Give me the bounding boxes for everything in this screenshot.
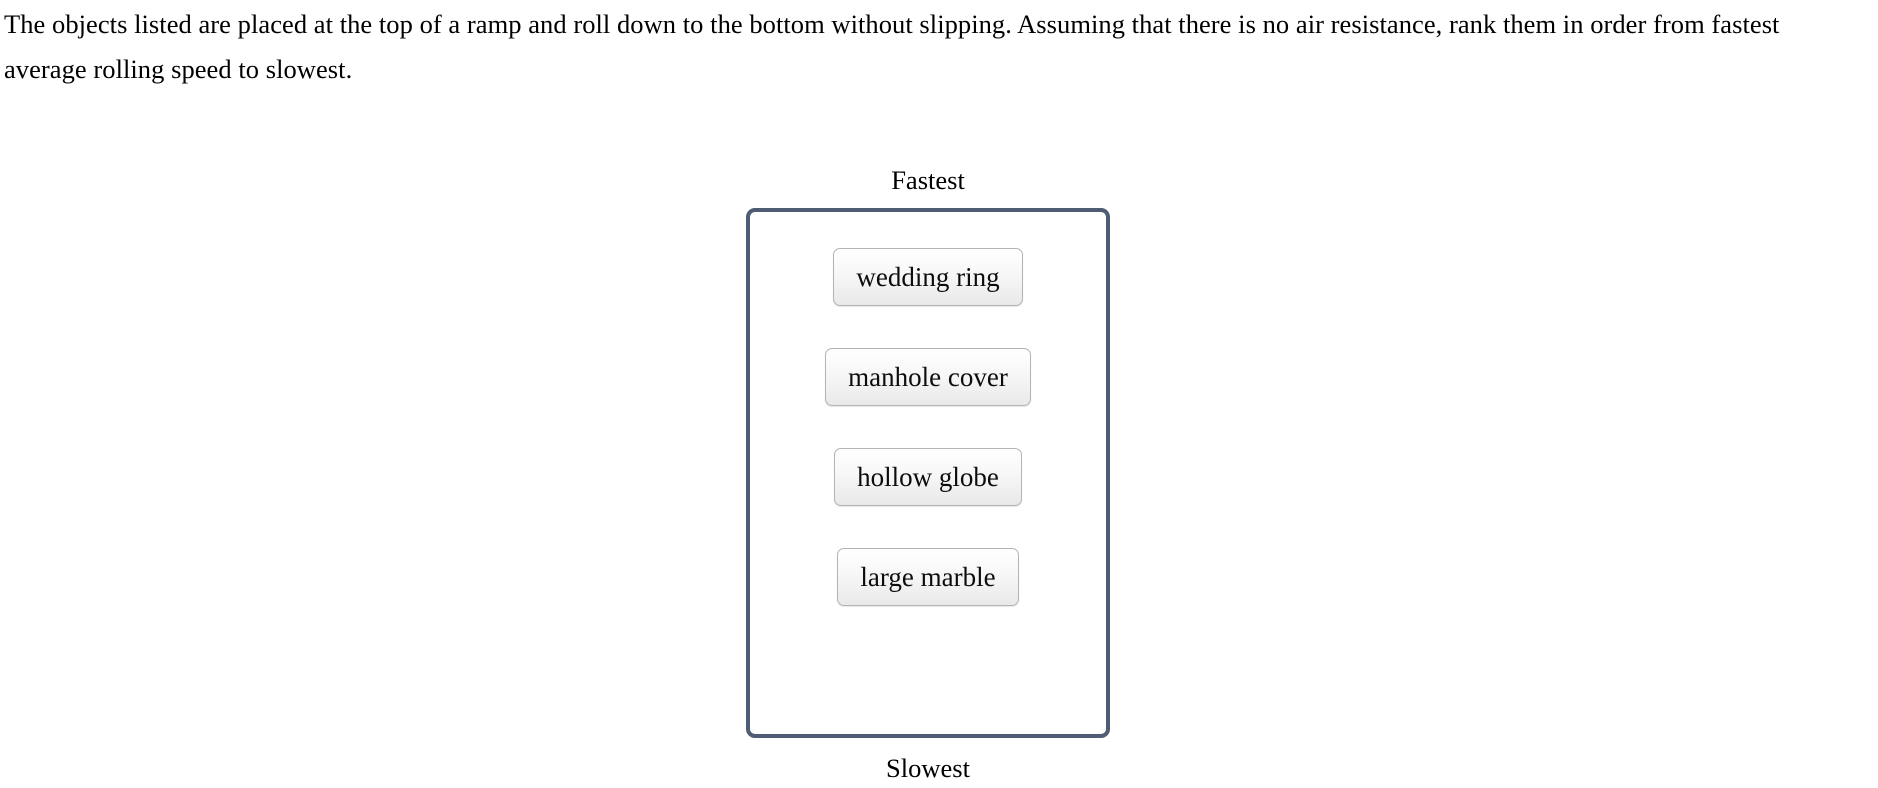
ranking-bottom-label: Slowest <box>886 753 970 783</box>
question-prompt: The objects listed are placed at the top… <box>4 9 1780 84</box>
rank-item-hollow-globe[interactable]: hollow globe <box>834 448 1022 506</box>
rank-item-large-marble[interactable]: large marble <box>837 548 1019 606</box>
rank-item-manhole-cover[interactable]: manhole cover <box>825 348 1031 406</box>
ranking-top-label: Fastest <box>891 165 965 195</box>
ranking-dropzone[interactable]: wedding ring manhole cover hollow globe … <box>746 208 1110 738</box>
rank-item-wedding-ring[interactable]: wedding ring <box>833 248 1023 306</box>
ranking-widget: Fastest wedding ring manhole cover hollo… <box>746 160 1110 788</box>
